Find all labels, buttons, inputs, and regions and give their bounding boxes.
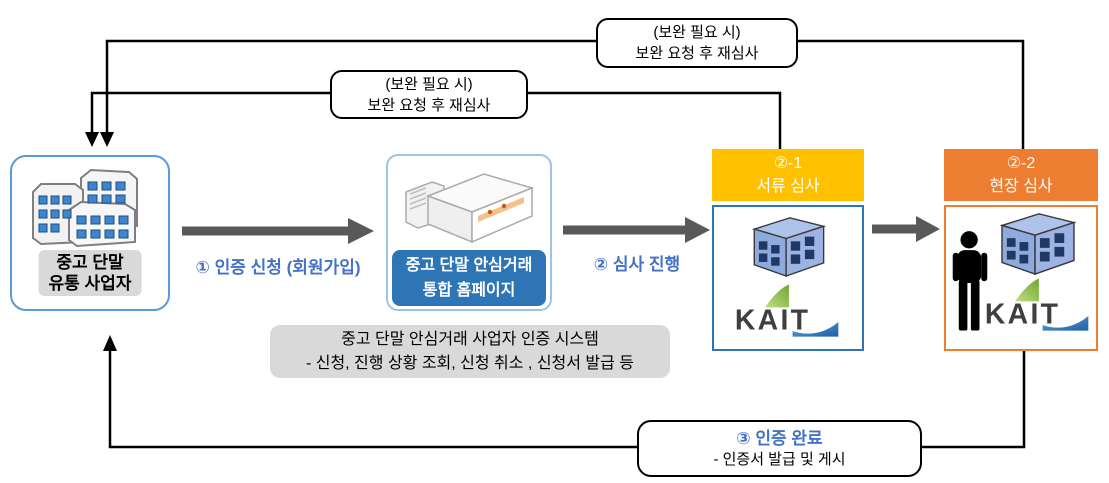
remand-outer-line1: (보완 필요 시) [653,24,741,41]
arrowhead-down-icon [85,132,99,147]
kait-building-icon [751,217,827,277]
actor-label: 중고 단말 유통 사업자 [38,250,142,296]
remand-inner-callout: (보완 필요 시) 보완 요청 후 재심사 [330,70,528,119]
completion-wire [103,335,1026,449]
actor-label-line1: 중고 단말 [56,253,124,272]
flow-arrow-1-icon [182,218,374,244]
server-icon [405,173,535,244]
system-note-line1: 중고 단말 안심거래 사업자 인증 시스템 [341,330,599,348]
flow-arrow-2-icon [563,217,710,243]
step1-label: ① 인증 신청 (회원가입) [195,258,361,277]
remand-outer-wire [100,39,1025,149]
kait-logo: KAIT [735,284,839,337]
buildings-icon [32,168,138,248]
flow-arrow-3-icon [872,216,940,242]
completion-subtitle: - 인증서 발급 및 게시 [713,450,846,468]
hub-label: 중고 단말 안심거래 통합 홈페이지 [392,250,546,306]
actor-label-line2: 유통 사업자 [48,274,132,293]
step2-label: ② 심사 진행 [593,255,681,274]
review-site-code: ②-2 [1006,155,1036,172]
system-note-line2: - 신청, 진행 상황 조회, 신청 취소 , 신청서 발급 등 [305,354,635,372]
remand-outer-line2: 보완 요청 후 재심사 [635,45,759,62]
kait-building-icon [999,213,1077,276]
review-doc-box: ②-1 서류 심사 [712,149,864,351]
remand-inner-line1: (보완 필요 시) [385,75,473,93]
review-site-header: ②-2 현장 심사 [944,149,1098,201]
completion-title: ③ 인증 완료 [736,428,823,448]
review-doc-title: 서류 심사 [756,178,820,195]
person-icon [952,231,988,331]
review-site-body: KAIT [944,205,1098,351]
remand-inner-line2: 보완 요청 후 재심사 [367,96,491,114]
actor-box-distributor: 중고 단말 유통 사업자 [10,155,170,311]
remand-outer-callout: (보완 필요 시) 보완 요청 후 재심사 [596,18,798,68]
completion-callout: ③ 인증 완료 - 인증서 발급 및 게시 [637,420,922,477]
review-site-box: ②-2 현장 심사 [944,149,1098,351]
kait-logo-text: KAIT [735,304,810,336]
review-doc-body: KAIT [712,205,864,351]
kait-logo-text: KAIT [985,298,1060,330]
hub-box-homepage: 중고 단말 안심거래 통합 홈페이지 [386,154,552,311]
arrowhead-up-icon [103,335,117,351]
system-note-box: 중고 단말 안심거래 사업자 인증 시스템 - 신청, 진행 상황 조회, 신청… [270,325,670,378]
arrowhead-down-icon [100,132,114,147]
review-doc-header: ②-1 서류 심사 [712,149,864,201]
hub-label-line1: 중고 단말 안심거래 [405,257,533,274]
review-doc-code: ②-1 [773,155,803,172]
kait-logo: KAIT [985,278,1089,331]
hub-label-line2: 통합 홈페이지 [422,282,516,299]
review-site-title: 현장 심사 [989,178,1053,195]
